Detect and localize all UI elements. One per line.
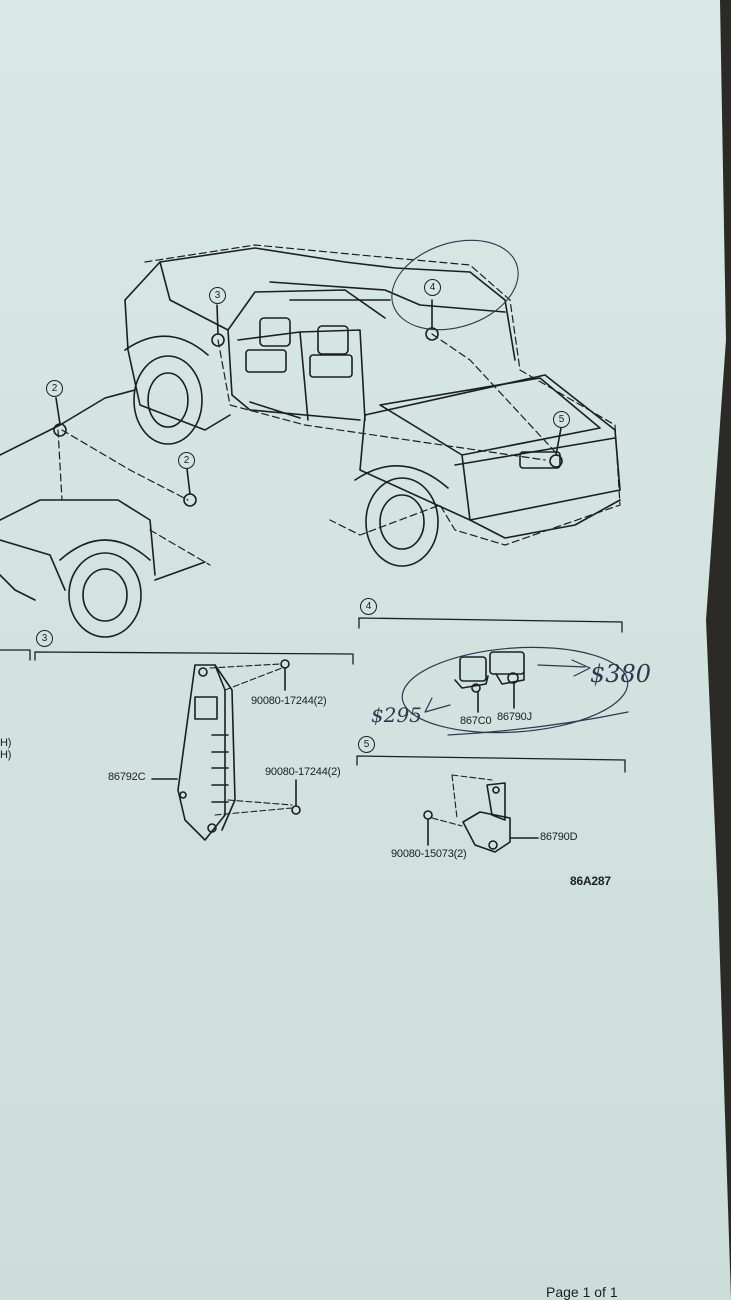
callout-3-cab: 3 (209, 287, 226, 304)
part-bolt-upper: 90080-17244(2) (251, 695, 327, 707)
handwritten-price-right: $380 (590, 660, 652, 688)
callout-4-rollbar: 4 (424, 279, 441, 296)
front-vehicle-illustration (0, 389, 211, 638)
section-3-label: 3 (36, 630, 53, 647)
part-camera-left: 867C0 (460, 715, 492, 727)
rear-camera-section-5-drawing (423, 774, 539, 853)
part-camera-right: 86790J (497, 711, 532, 723)
page-footer: Page 1 of 1 (546, 1284, 618, 1300)
cut-label-1: H) (0, 737, 12, 749)
section-brackets (0, 617, 626, 773)
handwritten-price-left: $295 (371, 703, 422, 727)
truck-illustration (124, 244, 621, 567)
part-rear-bolt: 90080-15073(2) (391, 848, 467, 860)
cameras-section-4-drawing (454, 651, 525, 713)
callout-2-lower: 2 (178, 452, 195, 469)
handwritten-marks-section-4 (401, 646, 629, 736)
part-bolt-lower: 90080-17244(2) (265, 766, 341, 778)
cut-label-2: H) (0, 749, 12, 761)
part-rear-camera: 86790D (540, 831, 578, 843)
sensor-markers (53, 299, 563, 507)
section-4-label: 4 (360, 598, 377, 615)
part-module: 86792C (108, 771, 146, 783)
section-5-label: 5 (358, 736, 375, 753)
callout-5-tailgate: 5 (553, 411, 570, 428)
diagram-code: 86A287 (570, 874, 611, 888)
module-86792c-drawing (151, 659, 301, 841)
callout-2-front: 2 (46, 380, 63, 397)
handwritten-oval-top (391, 239, 519, 331)
